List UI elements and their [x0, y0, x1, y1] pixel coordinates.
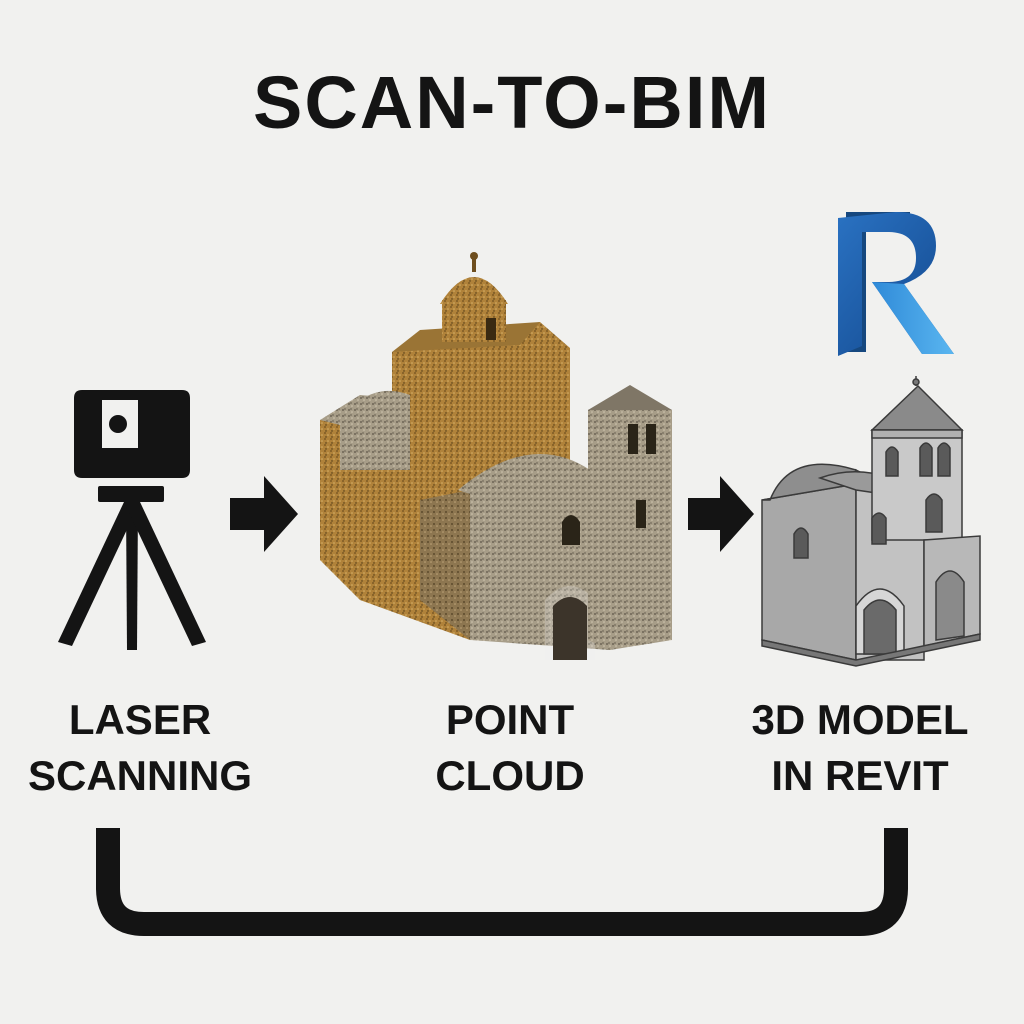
- step-label-laser-scanning: LASER SCANNING: [0, 692, 280, 804]
- return-flow-connector: [96, 828, 908, 936]
- laser-scanner-tripod-icon: [58, 390, 206, 650]
- step-label-line: IN REVIT: [771, 752, 949, 799]
- step-label-line: CLOUD: [435, 752, 585, 799]
- diagram-title: SCAN-TO-BIM: [252, 61, 772, 144]
- arrow-right-icon: [688, 476, 754, 552]
- arrow-right-icon: [230, 476, 298, 552]
- step-label-line: SCANNING: [27, 752, 252, 799]
- point-cloud-church-illustration: [320, 252, 672, 660]
- step-label-3d-model: 3D MODEL IN REVIT: [720, 692, 1000, 804]
- step-label-point-cloud: POINT CLOUD: [380, 692, 640, 804]
- step-label-line: 3D MODEL: [751, 696, 969, 743]
- revit-logo: [838, 212, 954, 356]
- step-label-line: POINT: [445, 696, 575, 743]
- step-label-line: LASER: [68, 696, 212, 743]
- revit-model-church-illustration: [761, 376, 981, 667]
